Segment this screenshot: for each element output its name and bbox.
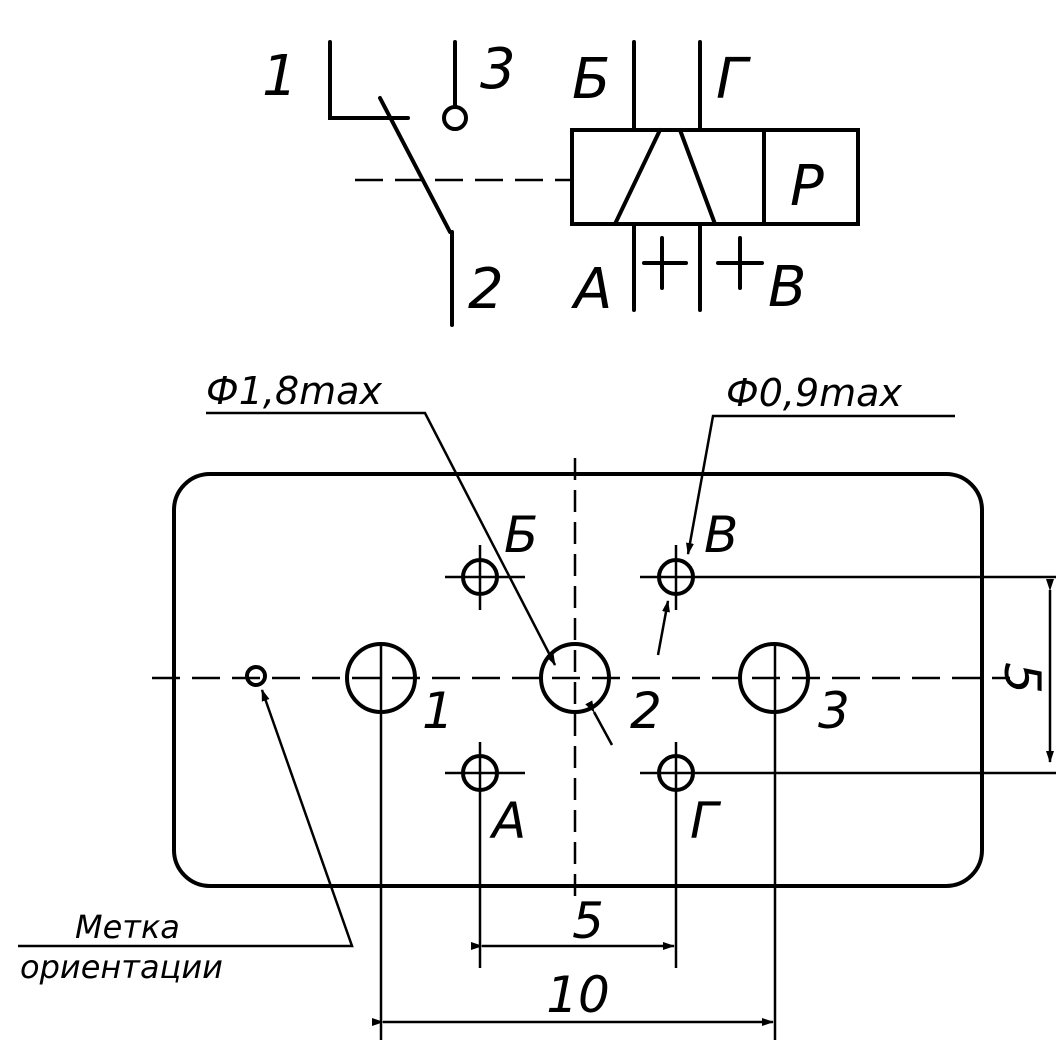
leader-small-hole-diameter-inner bbox=[656, 600, 670, 656]
port1-line bbox=[328, 40, 410, 120]
valve-label-g: Г bbox=[716, 47, 751, 112]
dim-small-spacing-text: 5 bbox=[572, 892, 604, 950]
valve-label-v: В bbox=[768, 255, 806, 320]
plate-outline bbox=[172, 472, 984, 888]
switch-label-2: 2 bbox=[468, 257, 504, 322]
valve-label-b: Б bbox=[572, 47, 610, 112]
plate-label-v: В bbox=[704, 506, 738, 564]
orientation-mark-hole bbox=[245, 665, 267, 687]
leader-big-hole-diameter-exit bbox=[585, 700, 614, 746]
port3-closed-circle bbox=[442, 105, 468, 131]
leader-small-hole-diameter bbox=[686, 414, 955, 555]
orientation-mark-line2: ориентации bbox=[20, 948, 223, 986]
valve-flow-line-left bbox=[613, 128, 662, 226]
switch-label-3: 3 bbox=[480, 37, 516, 102]
plate-label-a: А bbox=[489, 792, 526, 850]
dim-vertical-spacing-text: 5 bbox=[993, 662, 1051, 694]
valve-symbol: Б Г А В Р bbox=[570, 40, 860, 322]
leader-big-hole-diameter bbox=[206, 411, 557, 666]
extension-lines bbox=[379, 646, 777, 1040]
plate-label-3: 3 bbox=[818, 682, 850, 740]
plate-label-2: 2 bbox=[630, 682, 662, 740]
label-small-hole-diameter: Ф0,9max bbox=[726, 371, 902, 415]
orientation-mark-line1: Метка bbox=[75, 908, 180, 946]
switch-lever bbox=[378, 96, 452, 234]
hole-plate-layout: 5 5 10 Ф1,8max Ф0,9max Метка ориентации … bbox=[18, 369, 1056, 1040]
dim-large-spacing-text: 10 bbox=[546, 966, 610, 1024]
plate-label-1: 1 bbox=[422, 682, 454, 740]
switch-label-1: 1 bbox=[262, 44, 298, 109]
valve-flow-line-right bbox=[678, 128, 717, 226]
plate-label-g: Г bbox=[690, 792, 722, 850]
label-big-hole-diameter: Ф1,8max bbox=[206, 369, 382, 413]
hole-2 bbox=[539, 642, 611, 714]
leader-orientation-mark bbox=[18, 689, 354, 948]
switch-symbol: 1 3 2 bbox=[262, 37, 516, 327]
schematic-symbol: 1 3 2 Б Г А В Р bbox=[262, 37, 860, 327]
plate-label-b: Б bbox=[504, 506, 538, 564]
small-hole-crosshairs bbox=[445, 545, 1056, 775]
valve-label-p: Р bbox=[790, 154, 824, 219]
valve-label-a: А bbox=[571, 257, 612, 322]
